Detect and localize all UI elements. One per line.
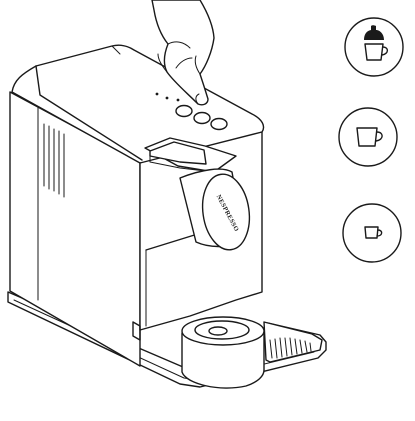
indicator-dot [176,98,180,102]
cup-size-button-2[interactable] [193,111,211,125]
machine-top-panel [11,44,265,164]
cappuccino-cup-icon [344,17,404,77]
hand-pressing-button [151,0,215,106]
drip-tray [263,321,323,363]
small-cup-icon [342,203,402,263]
brew-head: NESPRESSO [179,168,251,251]
cup-container [181,316,265,389]
button-panel [155,92,228,131]
capsule-lever[interactable] [144,137,237,173]
side-vents [43,123,65,198]
cup-size-button-3[interactable] [210,117,228,131]
coffee-machine: NESPRESSO [7,44,327,389]
cup-size-button-1[interactable] [175,104,193,118]
indicator-dot [155,92,159,96]
indicator-dot [165,96,169,100]
drip-grille [269,337,312,359]
large-cup-icon [338,107,398,167]
